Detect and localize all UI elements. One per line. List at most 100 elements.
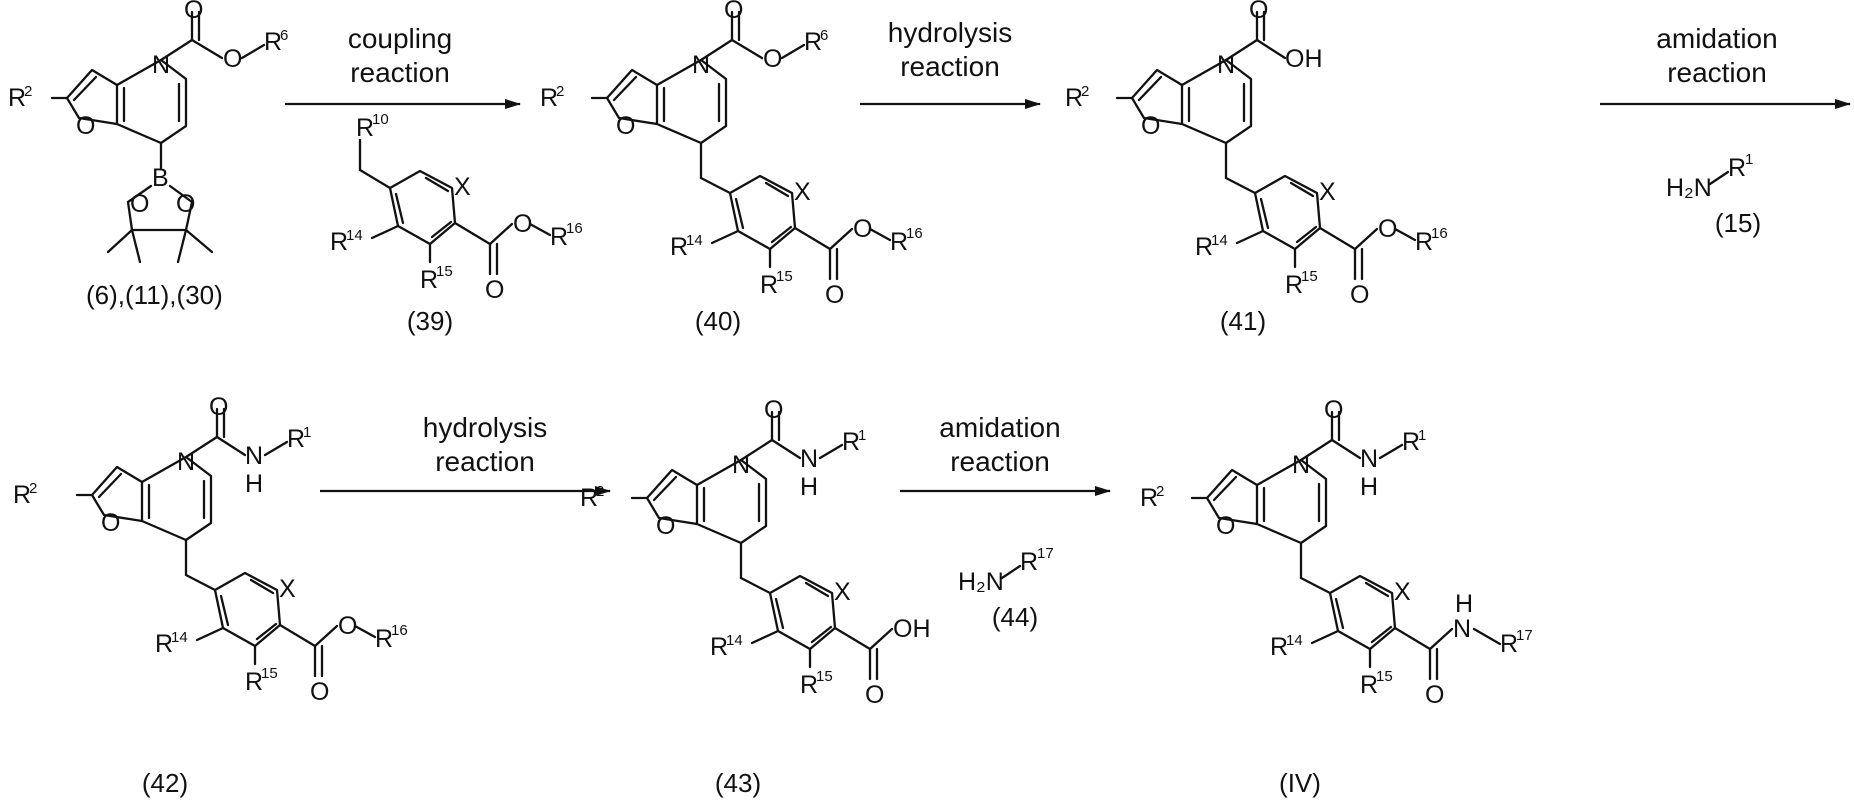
compound-label: (IV) — [1279, 768, 1321, 798]
superscript: 15 — [816, 668, 833, 685]
atom-o: O — [176, 190, 195, 218]
atom-x: X — [1319, 178, 1336, 206]
reagent-39: R 10 X R 14 R 15 O O R 16 — [330, 111, 583, 304]
atom-o: O — [76, 112, 95, 140]
superscript: 17 — [1037, 545, 1054, 562]
superscript: 14 — [1211, 232, 1228, 249]
step-label: amidation — [1656, 23, 1777, 54]
atom-o: O — [338, 612, 357, 640]
reagent-44: H₂N R 17 (44) — [958, 545, 1054, 632]
compound-6: N O O R 6 O R 2 B O O — [8, 0, 288, 262]
atom-x: X — [794, 178, 811, 206]
atom-h: H — [1455, 590, 1473, 618]
atom-o: O — [1350, 281, 1369, 309]
compound-43: N O N H R 1 O R 2 X R 14 R 15 OH O — [580, 396, 931, 709]
atom-o: O — [616, 112, 635, 140]
atom-n: N — [1360, 445, 1378, 473]
atom-o: O — [1216, 512, 1235, 540]
atom-n: N — [1217, 51, 1235, 79]
atom-n: N — [800, 445, 818, 473]
atom-o: O — [184, 0, 203, 24]
step-label: reaction — [900, 51, 1000, 82]
atom-h: H — [1360, 473, 1378, 501]
superscript: 6 — [280, 27, 288, 44]
compound-label: (15) — [1715, 208, 1761, 238]
atom-n: N — [152, 51, 170, 79]
atom-n: N — [1453, 615, 1471, 643]
atom-h: H — [800, 473, 818, 501]
atom-o: O — [223, 45, 242, 73]
superscript: 16 — [1431, 225, 1448, 242]
atom-x: X — [1394, 578, 1411, 606]
superscript: 15 — [1301, 268, 1318, 285]
atom-o: O — [1141, 112, 1160, 140]
superscript: 14 — [686, 232, 703, 249]
superscript: 1 — [1745, 151, 1753, 168]
atom-o: O — [763, 45, 782, 73]
atom-o: O — [1324, 396, 1343, 424]
atom-o: O — [209, 393, 228, 421]
compound-label: (6),(11),(30) — [86, 280, 223, 310]
atom-n: N — [177, 448, 195, 476]
atom-o: O — [1425, 681, 1444, 709]
superscript: 1 — [303, 424, 311, 441]
step-label: amidation — [939, 412, 1060, 443]
superscript: 2 — [24, 83, 32, 100]
compound-42: N O N H R 1 O R 2 X R 14 R 15 O O R 16 — [13, 393, 408, 706]
atom-x: X — [834, 578, 851, 606]
atom-n: N — [245, 442, 263, 470]
superscript: 14 — [1286, 632, 1303, 649]
superscript: 16 — [391, 622, 408, 639]
superscript: 17 — [1516, 627, 1533, 644]
step-label: reaction — [435, 446, 535, 477]
atom-o: O — [130, 190, 149, 218]
step-label: reaction — [350, 57, 450, 88]
atom-o: O — [513, 210, 532, 238]
superscript: 2 — [556, 83, 564, 100]
atom-n: N — [1292, 451, 1310, 479]
compound-label: (41) — [1220, 306, 1266, 336]
atom-h2n: H₂N — [1666, 174, 1712, 202]
atom-o: O — [825, 281, 844, 309]
reagent-15: H₂N R 1 (15) — [1666, 151, 1761, 238]
superscript: 6 — [820, 27, 828, 44]
superscript: 16 — [566, 220, 583, 237]
atom-n: N — [692, 51, 710, 79]
atom-o: O — [853, 215, 872, 243]
atom-n: N — [732, 451, 750, 479]
atom-h: H — [245, 470, 263, 498]
compound-label: (43) — [715, 768, 761, 798]
atom-oh: OH — [893, 615, 931, 643]
atom-oh: OH — [1285, 45, 1323, 73]
superscript: 16 — [906, 225, 923, 242]
atom-o: O — [1378, 215, 1397, 243]
compound-label: (39) — [407, 306, 453, 336]
superscript: 1 — [1418, 427, 1426, 444]
superscript: 2 — [596, 483, 604, 500]
superscript: 10 — [372, 111, 389, 128]
superscript: 1 — [858, 427, 866, 444]
compound-label: (40) — [695, 306, 741, 336]
superscript: 14 — [346, 227, 363, 244]
superscript: 2 — [29, 480, 37, 497]
atom-b: B — [152, 164, 169, 192]
compound-iv: N O N H R 1 O R 2 X R 14 R 15 N H O R 17 — [1140, 396, 1533, 709]
atom-o: O — [724, 0, 743, 24]
atom-o: O — [1249, 0, 1268, 24]
step-label: reaction — [1667, 57, 1767, 88]
compound-41: N O OH O R 2 X R 14 R 15 O O R 16 — [1065, 0, 1448, 309]
superscript: 14 — [171, 629, 188, 646]
atom-o: O — [656, 512, 675, 540]
atom-o: O — [865, 681, 884, 709]
superscript: 15 — [436, 263, 453, 280]
atom-o: O — [485, 276, 504, 304]
compound-label: (44) — [992, 602, 1038, 632]
superscript: 2 — [1156, 483, 1164, 500]
compound-40: N O O R 6 O R 2 X R 14 R 15 O O R 16 — [540, 0, 923, 309]
atom-h2n: H₂N — [958, 568, 1004, 596]
step-label: reaction — [950, 446, 1050, 477]
superscript: 15 — [1376, 668, 1393, 685]
compound-label: (42) — [142, 768, 188, 798]
superscript: 14 — [726, 632, 743, 649]
